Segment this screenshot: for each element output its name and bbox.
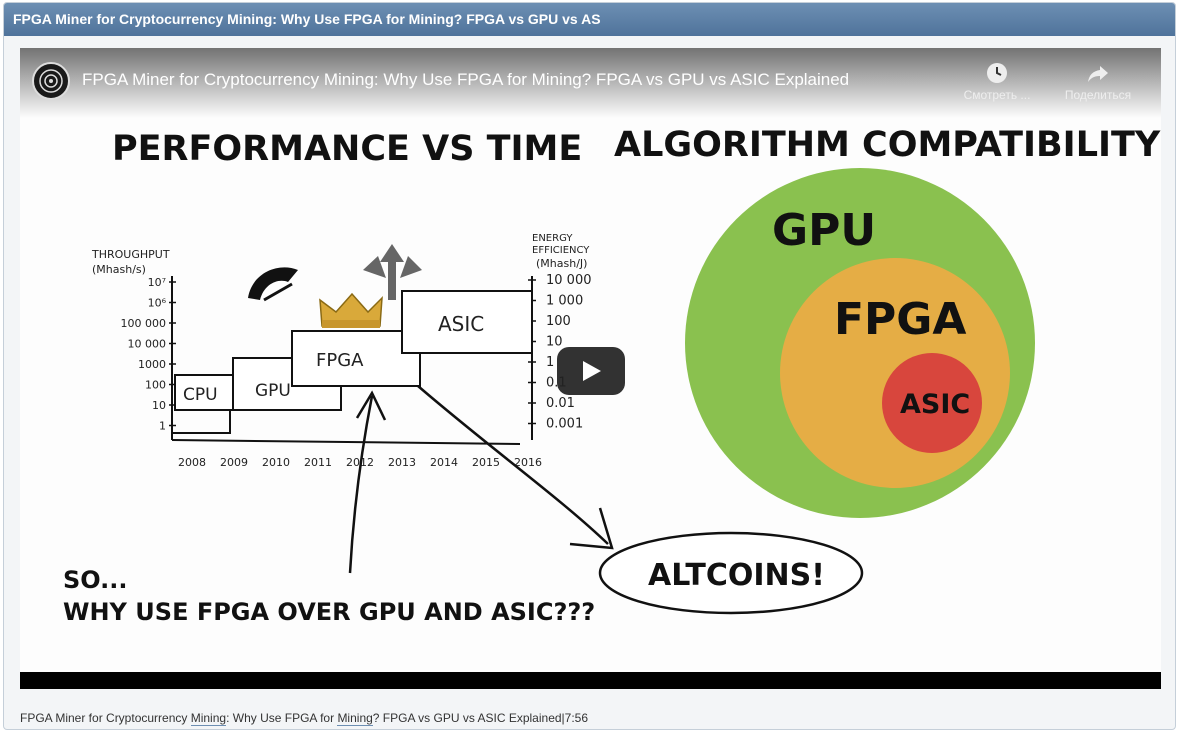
throughput-unit: (Mhash/s): [92, 263, 146, 276]
circle-gpu-label: GPU: [772, 205, 876, 256]
video-caption: FPGA Miner for Cryptocurrency Mining: Wh…: [20, 711, 589, 726]
year-tick-label: 2013: [388, 456, 416, 469]
energy-label-1: ENERGY: [532, 233, 573, 244]
right-axis-tick-label: 10: [546, 335, 563, 350]
left-axis-tick-label: 10⁷: [148, 276, 166, 289]
right-axis-tick-label: 0.01: [546, 396, 575, 411]
year-tick-label: 2016: [514, 456, 542, 469]
video-player[interactable]: PERFORMANCE VS TIME ALGORITHM COMPATIBIL…: [20, 48, 1161, 689]
player-top-bar: FPGA Miner for Cryptocurrency Mining: Wh…: [20, 48, 1161, 118]
left-axis-tick-label: 10 000: [128, 338, 167, 351]
right-heading: ALGORITHM COMPATIBILITY: [614, 125, 1161, 165]
right-axis-tick-label: 10 000: [546, 273, 592, 288]
year-tick-label: 2010: [262, 456, 290, 469]
watch-later-label: Смотреть ...: [963, 88, 1031, 102]
video-title[interactable]: FPGA Miner for Cryptocurrency Mining: Wh…: [82, 70, 850, 89]
energy-unit: (Mhash/J): [536, 257, 587, 270]
watch-later-button[interactable]: Смотреть ...: [952, 62, 1042, 102]
caption-link-mining-1[interactable]: Mining: [190, 711, 227, 726]
question-line-1: SO...: [63, 566, 128, 594]
caption-link-mining-2[interactable]: Mining: [337, 711, 373, 726]
panel-header-title: FPGA Miner for Cryptocurrency Mining: Wh…: [4, 3, 1175, 36]
channel-avatar[interactable]: [32, 62, 70, 100]
caption-text-2: : Why Use FPGA for: [226, 711, 338, 725]
altcoins-label: ALTCOINS!: [648, 558, 825, 593]
video-slide: PERFORMANCE VS TIME ALGORITHM COMPATIBIL…: [20, 48, 1161, 672]
circle-asic-label: ASIC: [900, 389, 970, 420]
box-fpga-label: FPGA: [316, 350, 364, 371]
box-cpu-label: CPU: [183, 385, 218, 405]
question-line-2: WHY USE FPGA OVER GPU AND ASIC???: [63, 598, 595, 626]
left-axis-ticks: 10⁷ 10⁶ 100 000 10 000 1000 100 10 1: [121, 276, 176, 433]
box-gpu-label: GPU: [255, 381, 291, 401]
channel-logo-icon: [39, 69, 63, 93]
speedometer-icon: [248, 267, 298, 300]
caption-text-3: ? FPGA vs GPU vs ASIC Explained|7:56: [372, 711, 589, 725]
caption-text-1: FPGA Miner for Cryptocurrency: [20, 711, 191, 725]
year-tick-label: 2015: [472, 456, 500, 469]
post-panel: FPGA Miner for Cryptocurrency Mining: Wh…: [3, 2, 1176, 730]
share-button[interactable]: Поделиться: [1053, 62, 1143, 102]
right-axis-tick-label: 1 000: [546, 294, 583, 309]
crown-icon: [319, 292, 383, 327]
left-heading: PERFORMANCE VS TIME: [112, 129, 582, 169]
right-axis-tick-label: 0.001: [546, 417, 583, 432]
play-icon: [583, 361, 601, 381]
left-axis-tick-label: 1000: [138, 358, 166, 371]
energy-label-2: EFFICIENCY: [532, 245, 590, 256]
year-tick-label: 2009: [220, 456, 248, 469]
left-axis-tick-label: 10: [152, 399, 166, 412]
share-arrow-icon: [1088, 66, 1108, 82]
right-axis-tick-label: 1: [546, 355, 554, 370]
left-axis-tick-label: 100 000: [121, 317, 167, 330]
left-axis-tick-label: 10⁶: [148, 297, 167, 310]
play-button[interactable]: [557, 347, 625, 395]
year-tick-label: 2011: [304, 456, 332, 469]
left-axis-tick-label: 1: [159, 420, 166, 433]
year-tick-label: 2008: [178, 456, 206, 469]
fork-arrows-icon: [363, 244, 422, 300]
right-axis-tick-label: 100: [546, 314, 571, 329]
clock-icon: [987, 63, 1007, 83]
share-label: Поделиться: [1064, 88, 1132, 102]
box-asic-label: ASIC: [438, 312, 484, 336]
year-tick-label: 2014: [430, 456, 458, 469]
circle-fpga-label: FPGA: [834, 294, 966, 345]
left-axis-tick-label: 100: [145, 379, 166, 392]
throughput-label: THROUGHPUT: [91, 248, 170, 261]
asic-circle: [882, 353, 982, 453]
video-frame[interactable]: PERFORMANCE VS TIME ALGORITHM COMPATIBIL…: [20, 48, 1161, 672]
